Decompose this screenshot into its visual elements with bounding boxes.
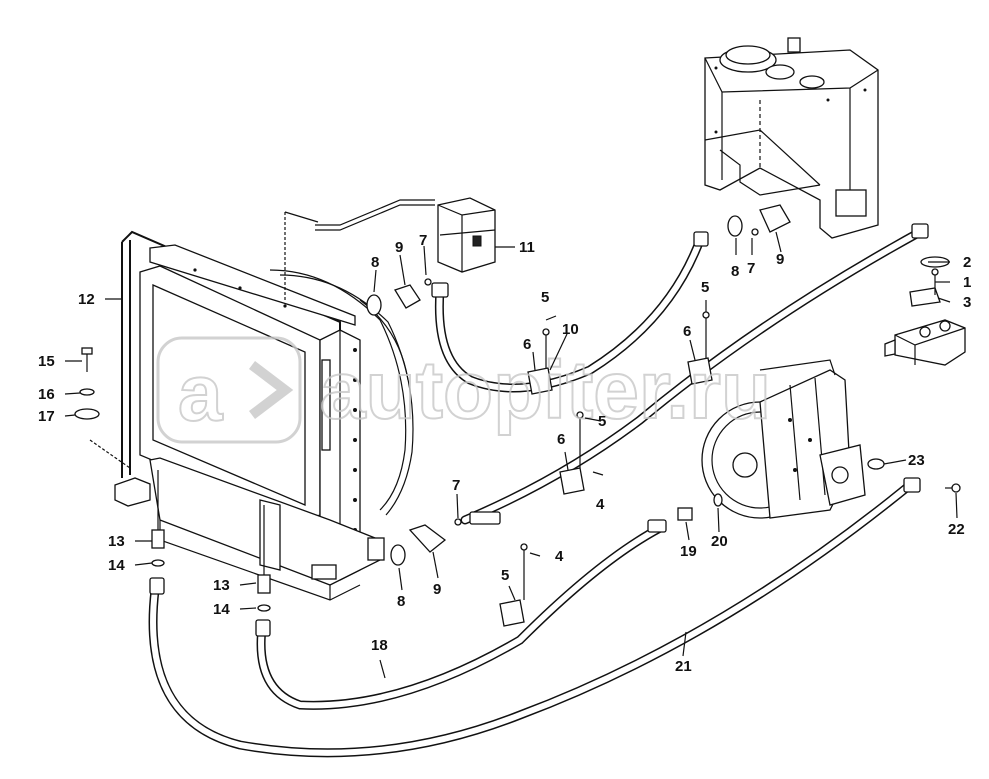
callout-17: 17 [38, 408, 55, 425]
callout-13: 13 [108, 533, 125, 550]
callout-8: 8 [397, 593, 405, 610]
callout-9: 9 [395, 239, 403, 256]
callout-5: 5 [541, 289, 549, 306]
hydraulic-tank [704, 37, 879, 239]
callout-7: 7 [747, 260, 755, 277]
control-valve [884, 256, 966, 366]
callout-9: 9 [776, 251, 784, 268]
callout-19: 19 [680, 543, 697, 560]
callout-12: 12 [78, 291, 95, 308]
callout-8: 8 [371, 254, 379, 271]
callout-8: 8 [731, 263, 739, 280]
callout-22: 22 [948, 521, 965, 538]
callout-5: 5 [501, 567, 509, 584]
callout-20: 20 [711, 533, 728, 550]
callout-2: 2 [963, 254, 971, 271]
callout-13: 13 [213, 577, 230, 594]
callout-6: 6 [683, 323, 691, 340]
callout-1: 1 [963, 274, 971, 291]
watermark-text: autopiter.ru [320, 345, 771, 436]
watermark-logo-letter: a [178, 348, 223, 437]
callout-9: 9 [433, 581, 441, 598]
callout-6: 6 [523, 336, 531, 353]
watermark: a autopiter.ru [156, 336, 772, 444]
callout-7: 7 [452, 477, 460, 494]
callout-7: 7 [419, 232, 427, 249]
callout-6: 6 [557, 431, 565, 448]
callout-5: 5 [598, 413, 606, 430]
callout-18: 18 [371, 637, 388, 654]
clamps [74, 204, 939, 627]
callout-labels: 1 2 3 4 4 5 5 5 5 6 6 6 7 7 7 8 8 8 9 9 … [38, 232, 971, 675]
oil-cooler [89, 230, 414, 601]
callout-14: 14 [108, 557, 125, 574]
callout-15: 15 [38, 353, 55, 370]
callout-4: 4 [555, 548, 564, 565]
callout-4: 4 [596, 496, 605, 513]
valve-block-11 [284, 197, 496, 300]
hydraulic-pump-motor [701, 359, 866, 519]
callout-11: 11 [519, 239, 535, 256]
hoses [148, 223, 961, 758]
callout-16: 16 [38, 386, 55, 403]
callout-21: 21 [675, 658, 692, 675]
callout-5: 5 [701, 279, 709, 296]
callout-14: 14 [213, 601, 230, 618]
callout-3: 3 [963, 294, 971, 311]
callout-23: 23 [908, 452, 925, 469]
callout-10: 10 [562, 321, 579, 338]
leader-lines [64, 231, 958, 679]
